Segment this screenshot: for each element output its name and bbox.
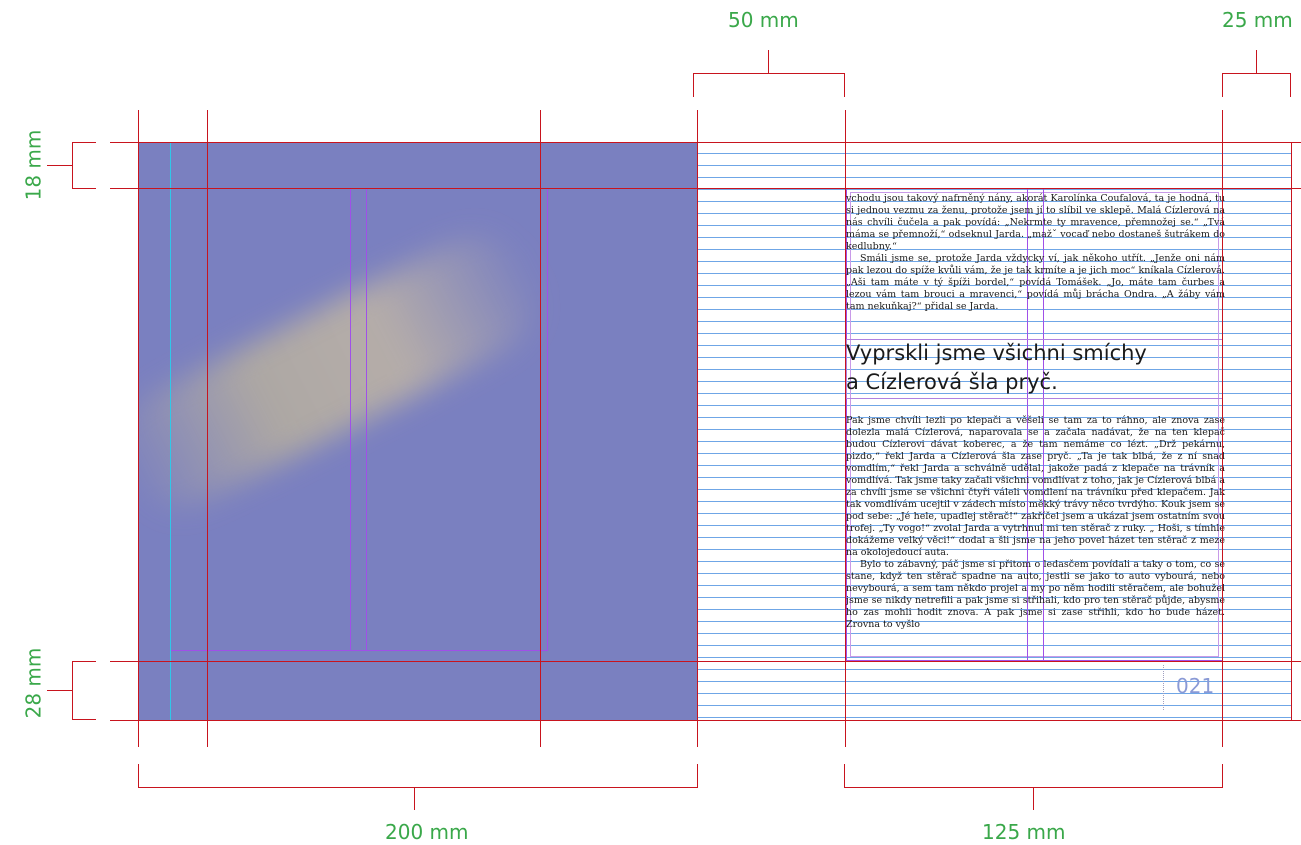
bracket-bottom-left (138, 787, 698, 788)
bracket-top-left (693, 73, 845, 74)
dimension-top-right: 25 mm (1222, 8, 1293, 32)
guide-vertical (207, 110, 208, 747)
left-page-image (138, 142, 697, 720)
bracket-tick (1290, 73, 1291, 97)
bracket-tick (1256, 50, 1257, 73)
guide-horizontal-margin-bottom (110, 661, 1301, 662)
bracket-tick (414, 787, 415, 810)
bracket-tick (72, 719, 96, 720)
guide-vertical-right-edge (1291, 142, 1292, 720)
bracket-tick (768, 50, 769, 73)
right-page-inner-frame (850, 192, 1219, 657)
baseline-grid (697, 142, 1292, 720)
paragraph: Bylo to zábavný, páč jsme si přitom o le… (846, 559, 1225, 630)
guide-vertical (540, 110, 541, 747)
paragraph: Pak jsme chvíli lezli po klepači a věšel… (846, 415, 1225, 558)
bracket-tick (1222, 73, 1223, 97)
paragraph: Smáli jsme se, protože Jarda vždycky ví,… (846, 253, 1225, 312)
bracket-tick (697, 764, 698, 788)
bracket-tick (1033, 787, 1034, 810)
bracket-tick (72, 188, 96, 189)
section-heading: Vyprskli jsme všichni smíchy a Cízlerová… (846, 339, 1225, 397)
bracket-tick (693, 73, 694, 97)
guide-horizontal-margin-top (110, 188, 1301, 189)
left-page-column-guide (366, 188, 367, 651)
dimension-bottom-left: 200 mm (385, 820, 469, 844)
right-page (697, 142, 1292, 720)
bracket-tick (138, 764, 139, 788)
guide-vertical (138, 110, 139, 747)
left-page-margin-frame (170, 188, 548, 651)
bracket-tick (72, 142, 96, 143)
left-page-bleed-guide (170, 142, 171, 720)
left-page-column-guide (350, 188, 351, 651)
bracket-tick (844, 764, 845, 788)
paragraph: vchodu jsou takový nafrněný nány, akorát… (846, 193, 1225, 252)
bracket-tick (47, 165, 72, 166)
bracket-tick (72, 661, 96, 662)
dimension-bottom-right: 125 mm (982, 820, 1066, 844)
dimension-left-bottom: 28 mm (21, 647, 46, 719)
bracket-left-bottom (72, 661, 73, 720)
heading-line: a Cízlerová šla pryč. (846, 370, 1058, 394)
guide-vertical (1222, 110, 1223, 747)
guide-horizontal-top (110, 142, 1301, 143)
bracket-tick (844, 73, 845, 97)
heading-line: Vyprskli jsme všichni smíchy (846, 341, 1147, 365)
guide-horizontal-bottom (110, 720, 1301, 721)
guide-vertical (845, 110, 846, 747)
dimension-left-top: 18 mm (21, 129, 46, 201)
bracket-left-top (72, 142, 73, 189)
folio-guide (1163, 665, 1164, 710)
right-page-column-guide (1027, 188, 1028, 661)
body-text-top: vchodu jsou takový nafrněný nány, akorát… (846, 193, 1225, 313)
guide-vertical-spine (697, 110, 698, 747)
right-page-column-guide (1043, 188, 1044, 661)
bracket-tick (47, 690, 72, 691)
bracket-tick (1222, 764, 1223, 788)
body-text-bottom: Pak jsme chvíli lezli po klepači a věšel… (846, 415, 1225, 631)
bracket-top-right (1222, 73, 1291, 74)
dimension-top-left: 50 mm (728, 8, 799, 32)
page-number: 021 (1176, 674, 1215, 698)
